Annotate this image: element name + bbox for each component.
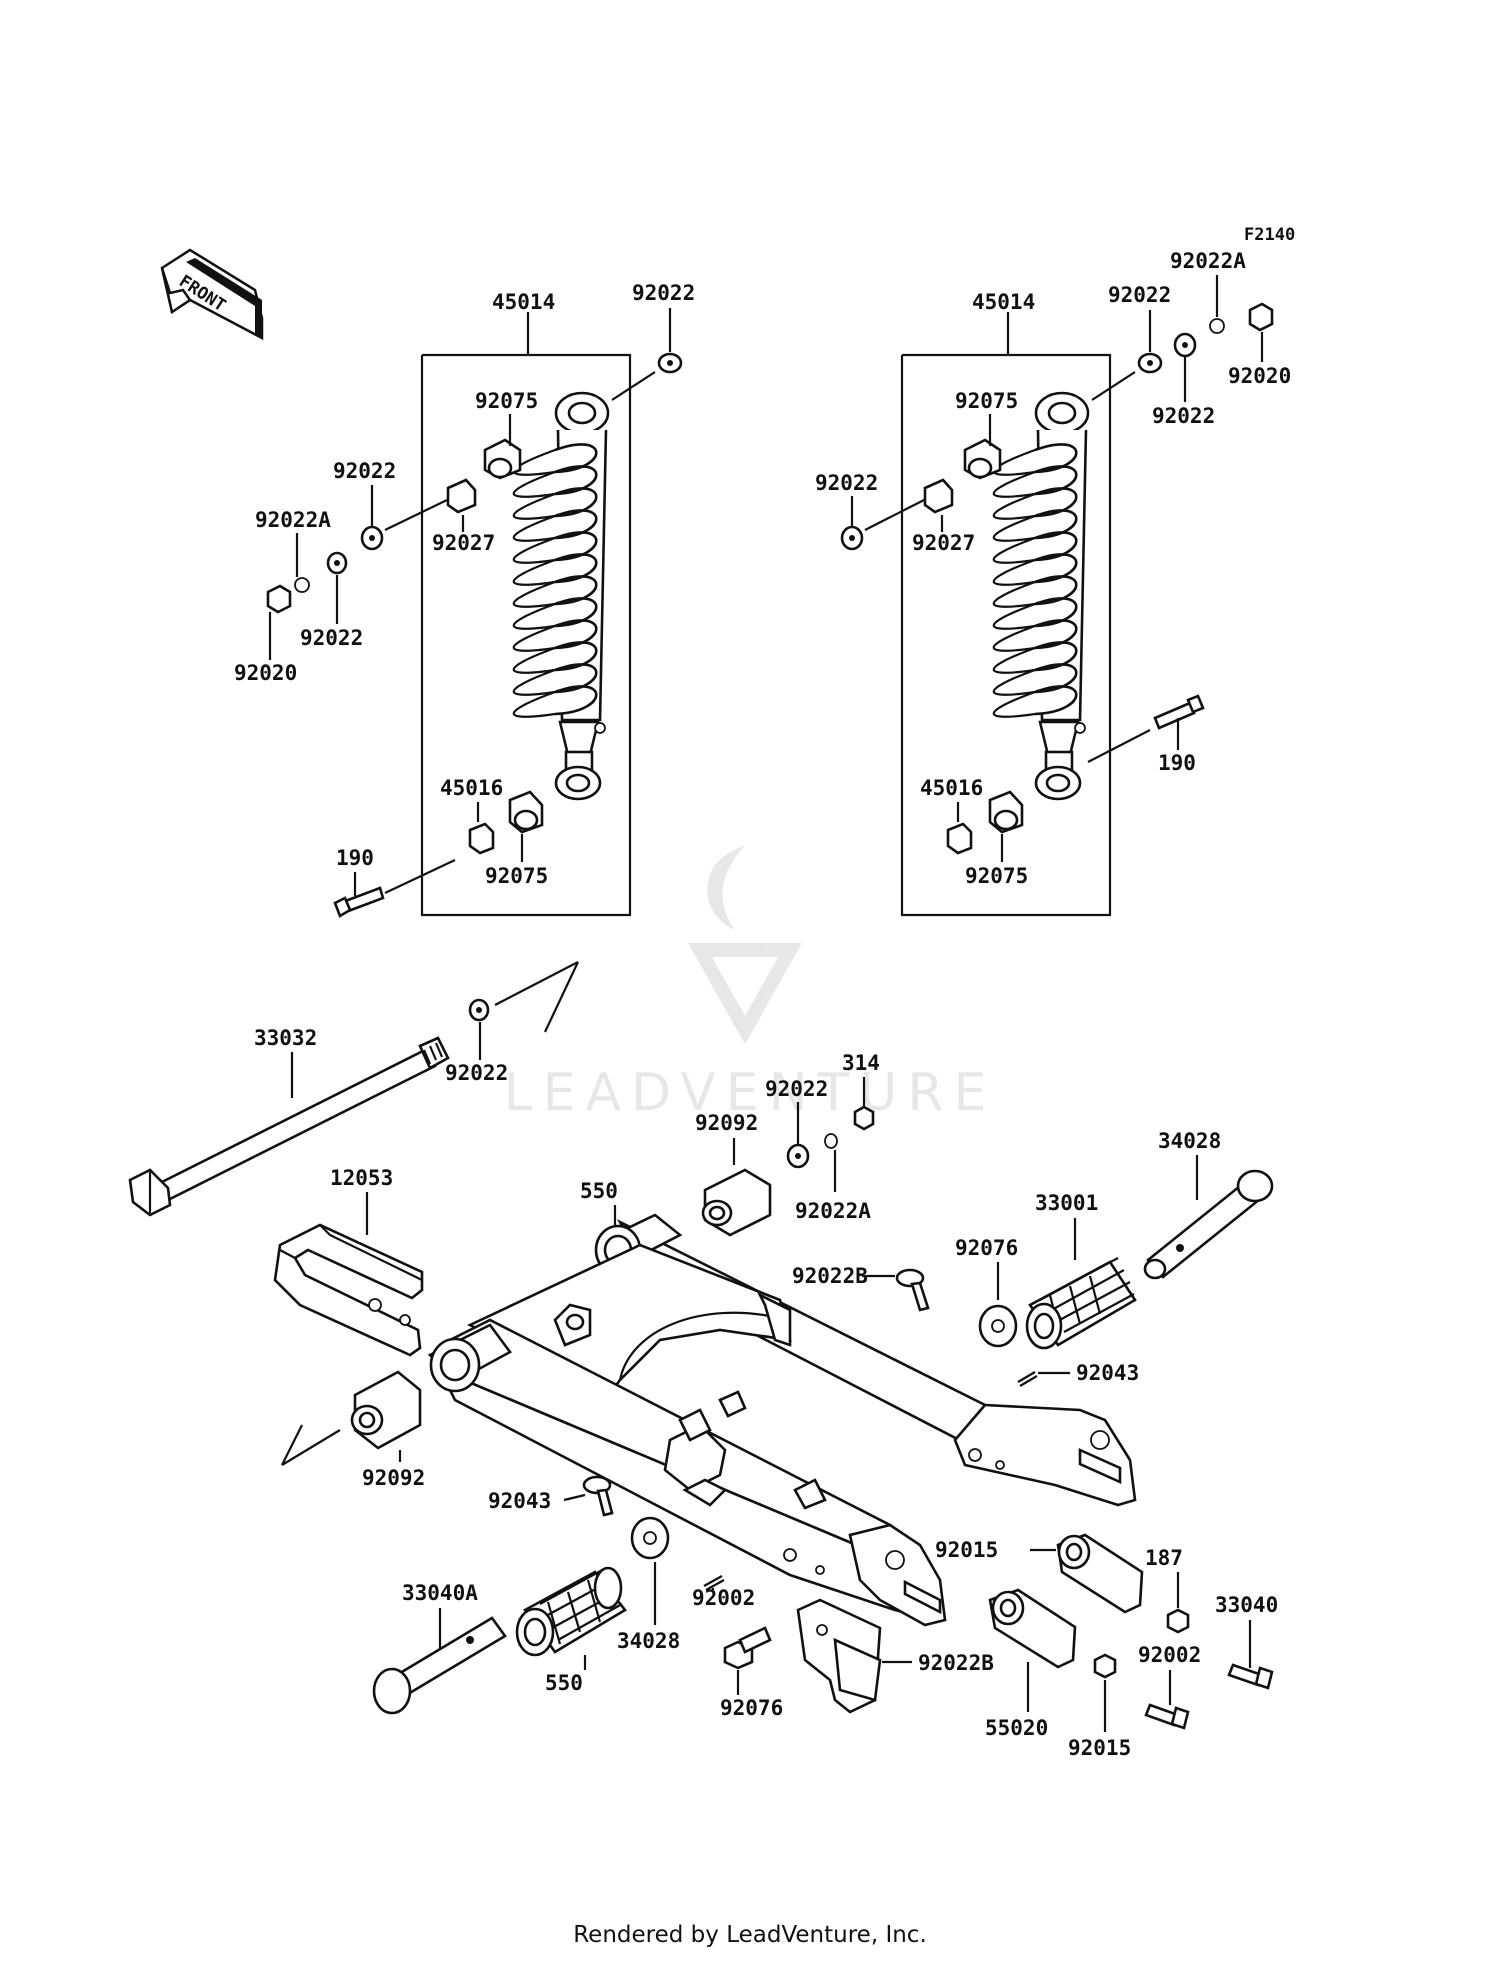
callout-12053: 12053 [330, 1166, 393, 1190]
bolt-187-icon [723, 1626, 772, 1670]
callout-187: 92076 [720, 1696, 783, 1720]
callout-92075-lt: 92075 [475, 389, 538, 413]
nut-92020-icon [266, 584, 292, 614]
bolt-190-left-icon [333, 886, 385, 918]
chain-adjuster-33040-icon [988, 1588, 1077, 1669]
rubber-boot-92076-right-icon [1025, 1257, 1137, 1350]
callout-33040A: 92015 [935, 1538, 998, 1562]
watermark-text: LEADVENTURE [504, 1063, 997, 1123]
callout-33040: 55020 [985, 1716, 1048, 1740]
callout-92002-b: 92002 [1138, 1643, 1201, 1667]
callout-92020-r: 92020 [1228, 364, 1291, 388]
left-shock-group [266, 312, 683, 918]
callout-92020-l: 92020 [234, 661, 297, 685]
bolt-92002-right-icon [1227, 1663, 1274, 1690]
collar-92027-icon [446, 478, 477, 514]
chain-slider-12053-icon [273, 1223, 424, 1357]
callout-55020: 92022B [918, 1651, 994, 1675]
callout-92022A-r: 92022A [1170, 249, 1246, 273]
callout-92022-c: 92022 [765, 1077, 828, 1101]
callout-92075-lb: 92075 [485, 864, 548, 888]
bolt-92043-top-icon [895, 1268, 930, 1312]
callout-190-r: 190 [1158, 751, 1196, 775]
callout-92022A-l: 92022A [255, 508, 331, 532]
bolt-92002-bottom-icon [1144, 1703, 1190, 1730]
callout-92022-l3: 92022 [300, 626, 363, 650]
bolt-92043-bottom-icon [582, 1475, 614, 1517]
pin-34028-right-icon [1143, 1169, 1274, 1280]
callout-45016-r: 45016 [920, 776, 983, 800]
callout-92076-r: 33001 [1035, 1191, 1098, 1215]
callout-45016-l: 45016 [440, 776, 503, 800]
nut-92015-bottom-icon [1093, 1653, 1117, 1679]
watermark-logo: LEADVENTURE [504, 845, 997, 1123]
callout-92022A-c: 92022A [795, 1199, 871, 1223]
left-shock-spring [512, 443, 598, 718]
callout-92043-bot: 92043 [488, 1489, 551, 1513]
right-shock-group [840, 302, 1274, 917]
pin-34028-left-icon [372, 1616, 507, 1715]
figure-code: F2140 [1244, 225, 1295, 245]
callout-92075-rt: 92075 [955, 389, 1018, 413]
swingarm-33001 [427, 1213, 1137, 1627]
bushing-92092-bottom-icon [350, 1370, 422, 1450]
bolt-190-right-icon [1153, 694, 1205, 730]
callout-34028-l: 33040A [402, 1581, 478, 1605]
front-arrow-icon: FRONT [160, 248, 264, 341]
callout-92015-r: 187 [1145, 1546, 1183, 1570]
callout-92043-top: 92022B [792, 1264, 868, 1288]
footer-credit: Rendered by LeadVenture, Inc. [573, 1922, 927, 1948]
callout-45014-right: 45014 [972, 290, 1035, 314]
callout-550-l: 92002 [692, 1586, 755, 1610]
chain-guard-55020-icon [796, 1598, 882, 1714]
callout-92027-l: 92027 [432, 531, 495, 555]
callout-92092-top: 92092 [695, 1111, 758, 1135]
callout-92092-bot: 92092 [362, 1466, 425, 1490]
chain-adjuster-33040A-icon [1056, 1533, 1144, 1614]
callout-92022B-l: 34028 [617, 1629, 680, 1653]
callout-92027-r: 92027 [912, 531, 975, 555]
nut-92015-right-icon [1166, 1608, 1190, 1634]
callout-33001: 550 [580, 1179, 618, 1203]
callout-92075-rb: 92075 [965, 864, 1028, 888]
right-shock-spring [992, 443, 1078, 718]
callout-92022-r2: 92022 [1152, 404, 1215, 428]
callout-92022B-r: 92076 [955, 1236, 1018, 1260]
callout-92002-r: 33040 [1215, 1593, 1278, 1617]
callout-92022-mid: 92022 [445, 1061, 508, 1085]
callout-34028-r: 34028 [1158, 1129, 1221, 1153]
callout-45014-left: 45014 [492, 290, 555, 314]
callout-190-l: 190 [336, 846, 374, 870]
rubber-boot-92076-left-icon [515, 1566, 627, 1657]
callout-92022-lt: 92022 [632, 281, 695, 305]
bushing-92092-top-icon [701, 1168, 772, 1237]
callout-92076-l: 550 [545, 1671, 583, 1695]
callout-92022-rt: 92022 [1108, 283, 1171, 307]
callout-550-r: 92043 [1076, 1361, 1139, 1385]
callout-92022-l2: 92022 [333, 459, 396, 483]
callout-33032: 33032 [254, 1026, 317, 1050]
callout-92015-b: 92015 [1068, 1736, 1131, 1760]
callout-314: 314 [842, 1051, 880, 1075]
callout-92022-r3: 92022 [815, 471, 878, 495]
pivot-shaft-33032 [128, 1036, 450, 1217]
